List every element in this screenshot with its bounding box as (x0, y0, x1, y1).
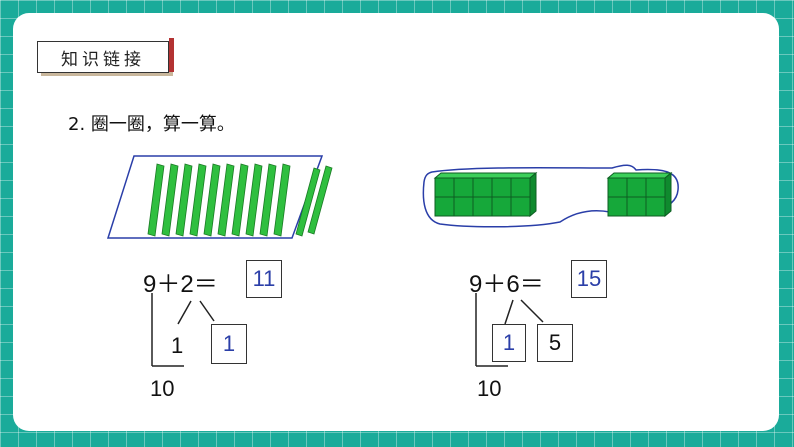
cube (510, 196, 531, 217)
right-box-right: 5 (537, 324, 573, 362)
stick (259, 163, 277, 237)
left-branch-b (199, 300, 215, 322)
stick (203, 163, 221, 237)
stick (273, 163, 291, 237)
cube (434, 177, 455, 198)
cube (472, 196, 493, 217)
cube (510, 177, 531, 198)
cube (453, 177, 474, 198)
left-split-value: 1 (171, 333, 184, 358)
left-branch-a (177, 300, 192, 325)
cube (472, 177, 493, 198)
stick (307, 165, 333, 235)
right-branch-a (504, 299, 514, 325)
left-ten-label: 10 (150, 376, 175, 401)
right-ten-label: 10 (477, 376, 502, 401)
right-answer-box: 15 (571, 260, 607, 298)
cube (645, 196, 666, 217)
stick (147, 163, 165, 237)
question-text: 2. 圈一圈，算一算。 (68, 114, 235, 135)
stick (217, 163, 235, 237)
cube-groups (433, 171, 673, 218)
cube (607, 177, 628, 198)
right-branch-b (520, 299, 544, 323)
left-equation: 9＋2＝ (143, 271, 218, 298)
cube (453, 196, 474, 217)
left-boxed-value: 1 (211, 324, 247, 364)
stick (161, 163, 179, 237)
slide-card (13, 13, 779, 431)
cube (491, 177, 512, 198)
cube (434, 196, 455, 217)
stick (245, 163, 263, 237)
cube (626, 177, 647, 198)
left-answer-box: 11 (246, 260, 282, 298)
stick (295, 167, 321, 237)
cube (645, 177, 666, 198)
cube-side-face (664, 171, 672, 218)
cube-top-face (433, 172, 538, 179)
cube (626, 196, 647, 217)
section-tag: 知识链接 (37, 41, 169, 73)
stick (175, 163, 193, 237)
section-tag-accent (169, 38, 174, 72)
cube (607, 196, 628, 217)
cube-top-face (606, 172, 673, 179)
stick (189, 163, 207, 237)
stick (231, 163, 249, 237)
right-box-left: 1 (492, 324, 526, 362)
right-equation: 9＋6＝ (469, 271, 544, 298)
cube-side-face (529, 171, 537, 218)
left-circle-outline (106, 155, 324, 239)
cube (491, 196, 512, 217)
stick-bundle (147, 163, 333, 237)
